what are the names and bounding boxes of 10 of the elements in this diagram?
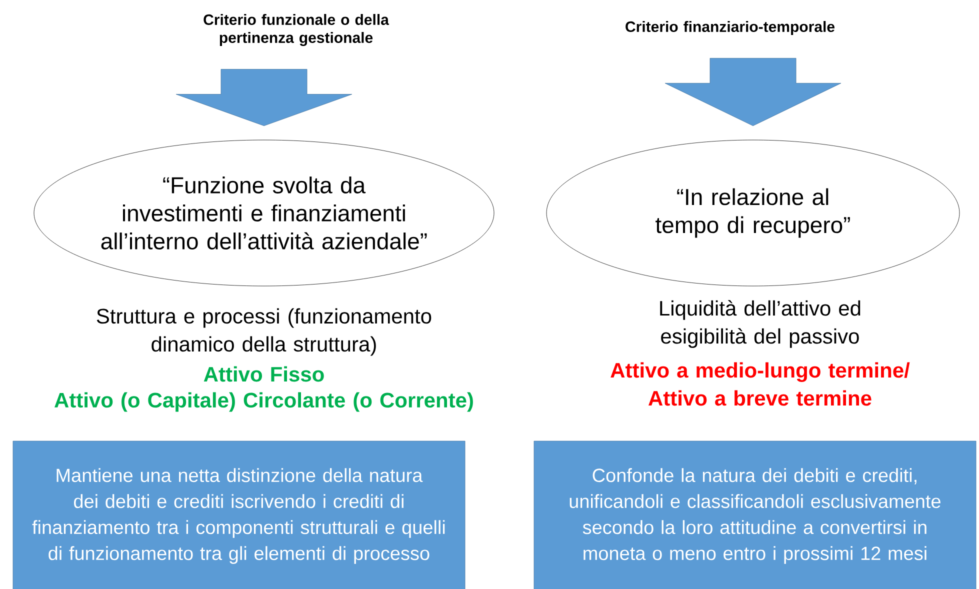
category-label: Attivo (o Capitale) Circolante (o Corrente) bbox=[54, 392, 473, 412]
description-box: Confonde la natura dei debiti e crediti, unificandoli e classificandoli esclusivamente secondo la loro attitudine a convertirsi in moneta o meno entro i prossimi 12 mesi bbox=[534, 440, 976, 589]
label-text: Struttura e processi (funzionamento dinamico della struttura) bbox=[96, 308, 432, 356]
category-label: Attivo Fisso bbox=[204, 366, 324, 382]
block-arrow bbox=[176, 69, 352, 126]
description-box: Mantiene una netta distinzione della natura dei debiti e crediti iscrivendo i crediti di finanziamento tra i componenti strutturali e quelli di funzionamento tra gli elementi di processo bbox=[12, 440, 466, 589]
heading-text: Criterio finanziario-temporale bbox=[626, 21, 834, 35]
category-label: Attivo a medio-lungo termine/ Attivo a breve termine bbox=[610, 362, 910, 406]
heading-text: Criterio funzionale o della pertinenza gestionale bbox=[204, 14, 390, 46]
block-arrow bbox=[664, 58, 842, 126]
